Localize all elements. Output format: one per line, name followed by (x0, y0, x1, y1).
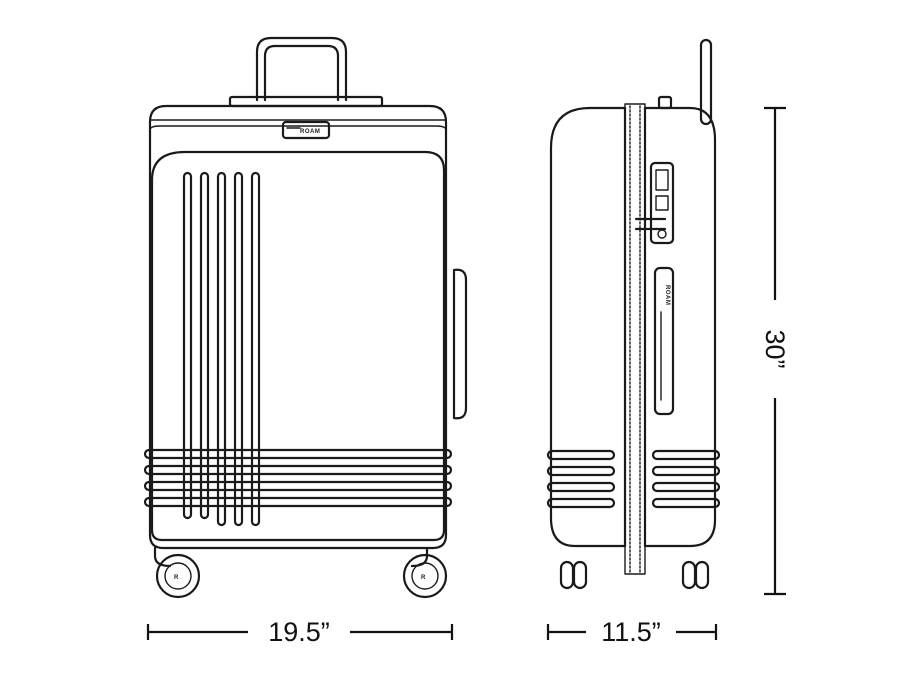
wheel-left-mark: R (174, 575, 179, 581)
side-grip (653, 266, 675, 416)
side-rib-l2 (546, 465, 616, 477)
width-label: 19.5” (268, 617, 330, 647)
side-rib-l1 (546, 449, 616, 461)
side-wheel-3 (681, 560, 697, 590)
wheel-right-mark: R (421, 575, 426, 581)
handle-pole (699, 38, 713, 126)
vertical-ribs (182, 171, 261, 527)
suitcase-front-view: ROAM R R (143, 36, 468, 599)
front-wheels: R R (153, 546, 448, 599)
front-panel (150, 150, 446, 542)
wheel-left (155, 553, 201, 599)
suitcase-side-view: ROAM (546, 38, 721, 590)
side-rib-l3 (546, 481, 616, 493)
side-wheels (559, 560, 710, 590)
top-clip (657, 95, 673, 110)
rib-4 (233, 171, 244, 527)
rib-1 (182, 171, 193, 520)
dimension-depth: 11.5” (546, 617, 718, 647)
depth-label: 11.5” (601, 617, 661, 647)
dimension-width: 19.5” (146, 617, 454, 647)
lock-button (655, 195, 669, 211)
side-rib-r1 (651, 449, 721, 461)
band-2 (143, 464, 453, 476)
wheel-right (402, 553, 448, 599)
lock-keyhole (657, 229, 667, 239)
side-rib-r3 (651, 481, 721, 493)
side-handle (452, 268, 468, 420)
wheel-right-hub (411, 562, 439, 590)
dimension-height: 30” (760, 106, 790, 596)
handle-base (228, 95, 384, 108)
horizontal-ribs (143, 448, 453, 508)
side-rib-r4 (651, 497, 721, 509)
top-band (149, 119, 447, 131)
side-wheel-1 (559, 560, 575, 590)
lock-dial (655, 169, 669, 191)
brand-logo-text: ROAM (300, 129, 320, 135)
wheel-left-hub (164, 562, 192, 590)
side-rib-r2 (651, 465, 721, 477)
rib-5 (250, 171, 261, 527)
side-rib-l4 (546, 497, 616, 509)
logo-badge (281, 120, 331, 140)
side-brand-logo: ROAM (664, 285, 670, 305)
side-ribs (546, 449, 721, 509)
band-3 (143, 480, 453, 492)
side-wheel-4 (694, 560, 710, 590)
band-4 (143, 496, 453, 508)
band-1 (143, 448, 453, 460)
height-label: 30” (760, 329, 790, 368)
side-shell-left (549, 106, 627, 548)
zipper-strip (624, 103, 646, 575)
side-wheel-2 (572, 560, 588, 590)
side-shell-right (643, 106, 717, 548)
front-shell (148, 104, 448, 550)
telescoping-handle (255, 36, 348, 102)
rib-2 (199, 171, 210, 520)
tsa-lock (649, 161, 675, 245)
rib-3 (216, 171, 227, 527)
